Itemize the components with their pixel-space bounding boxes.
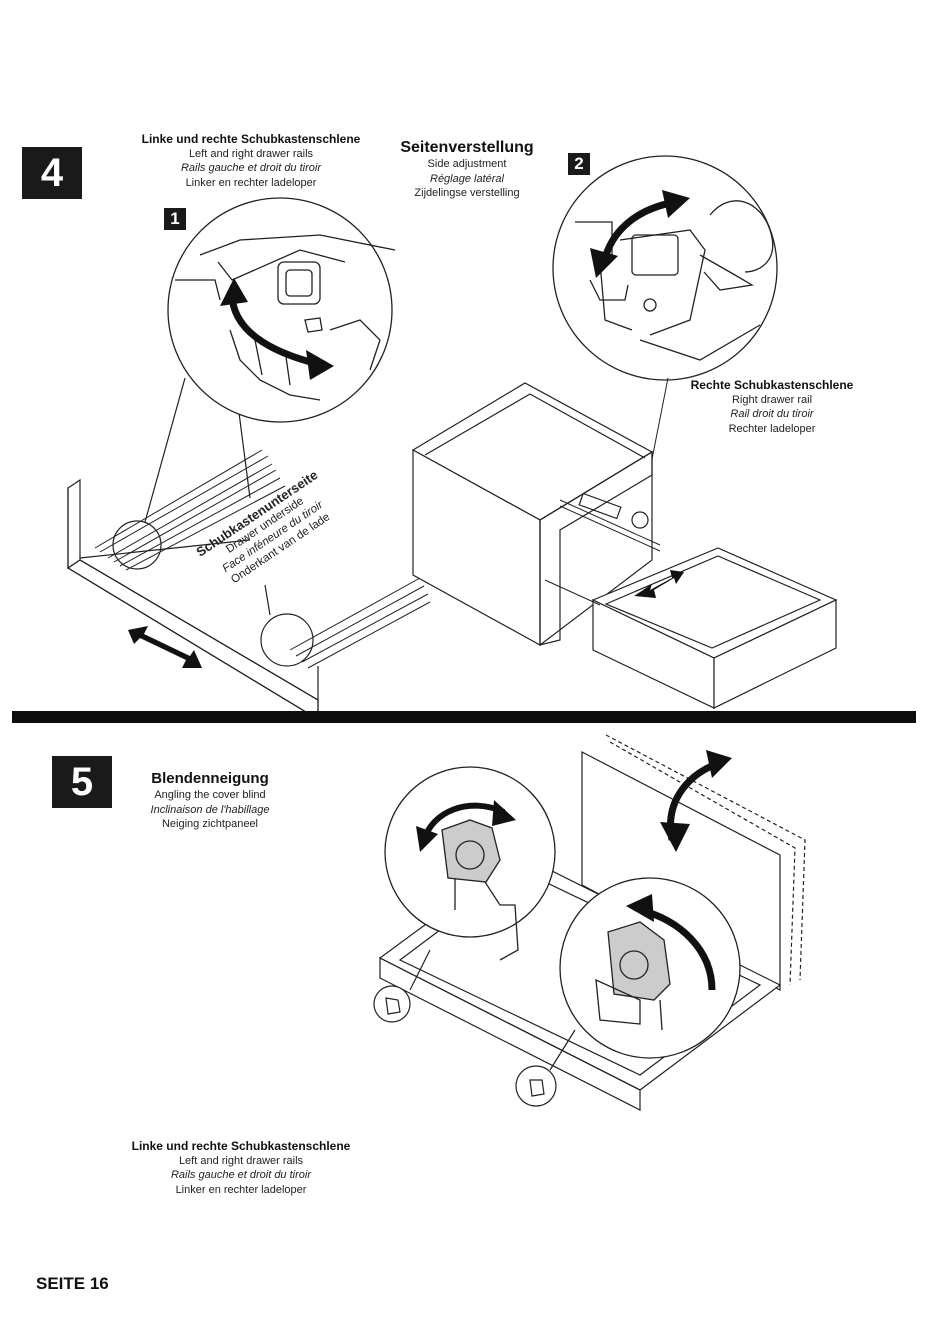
step-number-4: 4 xyxy=(22,147,82,199)
drawer-slide-arrow-icon xyxy=(634,570,684,598)
step-number-5-label: 5 xyxy=(70,759,94,804)
rails-caption-bottom-nl: Linker en rechter ladeloper xyxy=(175,1183,307,1196)
section-divider xyxy=(12,711,916,723)
rotate-arrow-5a-icon xyxy=(416,800,516,852)
substep-1-badge: 1 xyxy=(164,208,186,230)
side-adjust-de: Seitenverstellung xyxy=(400,139,534,156)
detail-circle-2 xyxy=(552,155,778,381)
drawer-side-view xyxy=(66,377,431,713)
rails-caption-bottom-fr: Rails gauche et droit du tiroir xyxy=(170,1169,311,1181)
adjust-arrow-2-icon xyxy=(590,190,690,278)
side-adjust-caption: Seitenverstellung Side adjustment Réglag… xyxy=(386,139,548,201)
step-number-5: 5 xyxy=(52,756,112,808)
page-number: SEITE 16 xyxy=(36,1274,109,1293)
cover-blind-en: Angling the cover blind xyxy=(154,789,266,801)
rails-caption-de: Linke und rechte Schubkastenschlene xyxy=(141,132,361,146)
substep-1-label: 1 xyxy=(170,209,180,228)
detail-circle-1 xyxy=(167,197,396,423)
adjust-arrow-1-icon xyxy=(220,278,334,380)
rails-caption-bottom: Linke und rechte Schubkastenschlene Left… xyxy=(110,1139,372,1197)
rotate-arrow-5b-icon xyxy=(626,894,716,991)
detail-circle-5a xyxy=(384,766,556,961)
detail-circle-5b xyxy=(559,877,741,1059)
push-arrow-icon xyxy=(128,626,202,668)
side-adjust-nl: Zijdelingse verstelling xyxy=(414,187,520,199)
cover-blind-nl: Neiging zichtpaneel xyxy=(161,818,258,830)
rails-caption-en: Left and right drawer rails xyxy=(188,147,314,160)
right-rail-de: Rechte Schubkastenschlene xyxy=(690,378,854,392)
right-rail-caption: Rechte Schubkastenschlene Right drawer r… xyxy=(672,378,872,436)
cover-blind-fr: Inclinaison de l'habillage xyxy=(150,803,270,816)
right-rail-en: Right drawer rail xyxy=(731,393,813,406)
rails-caption-top: Linke und rechte Schubkastenschlene Left… xyxy=(120,132,382,190)
panel-tilt-arrow-icon xyxy=(660,750,732,852)
side-adjust-en: Side adjustment xyxy=(427,158,507,170)
cover-blind-de: Blendenneigung xyxy=(151,770,269,787)
substep-2-label: 2 xyxy=(574,154,584,173)
rails-caption-nl: Linker en rechter ladeloper xyxy=(185,176,317,189)
cabinet-drawing xyxy=(411,382,838,709)
right-rail-fr: Rail droit du tiroir xyxy=(730,408,814,420)
rails-caption-fr: Rails gauche et droit du tiroir xyxy=(180,162,321,174)
side-adjust-fr: Réglage latéral xyxy=(430,172,504,185)
cover-blind-caption: Blendenneigung Angling the cover blind I… xyxy=(130,770,290,832)
step-number-4-label: 4 xyxy=(40,150,64,195)
rails-caption-bottom-en: Left and right drawer rails xyxy=(178,1154,304,1167)
substep-2-badge: 2 xyxy=(568,153,590,175)
rails-caption-bottom-de: Linke und rechte Schubkastenschlene xyxy=(131,1139,351,1153)
right-rail-nl: Rechter ladeloper xyxy=(728,422,816,435)
